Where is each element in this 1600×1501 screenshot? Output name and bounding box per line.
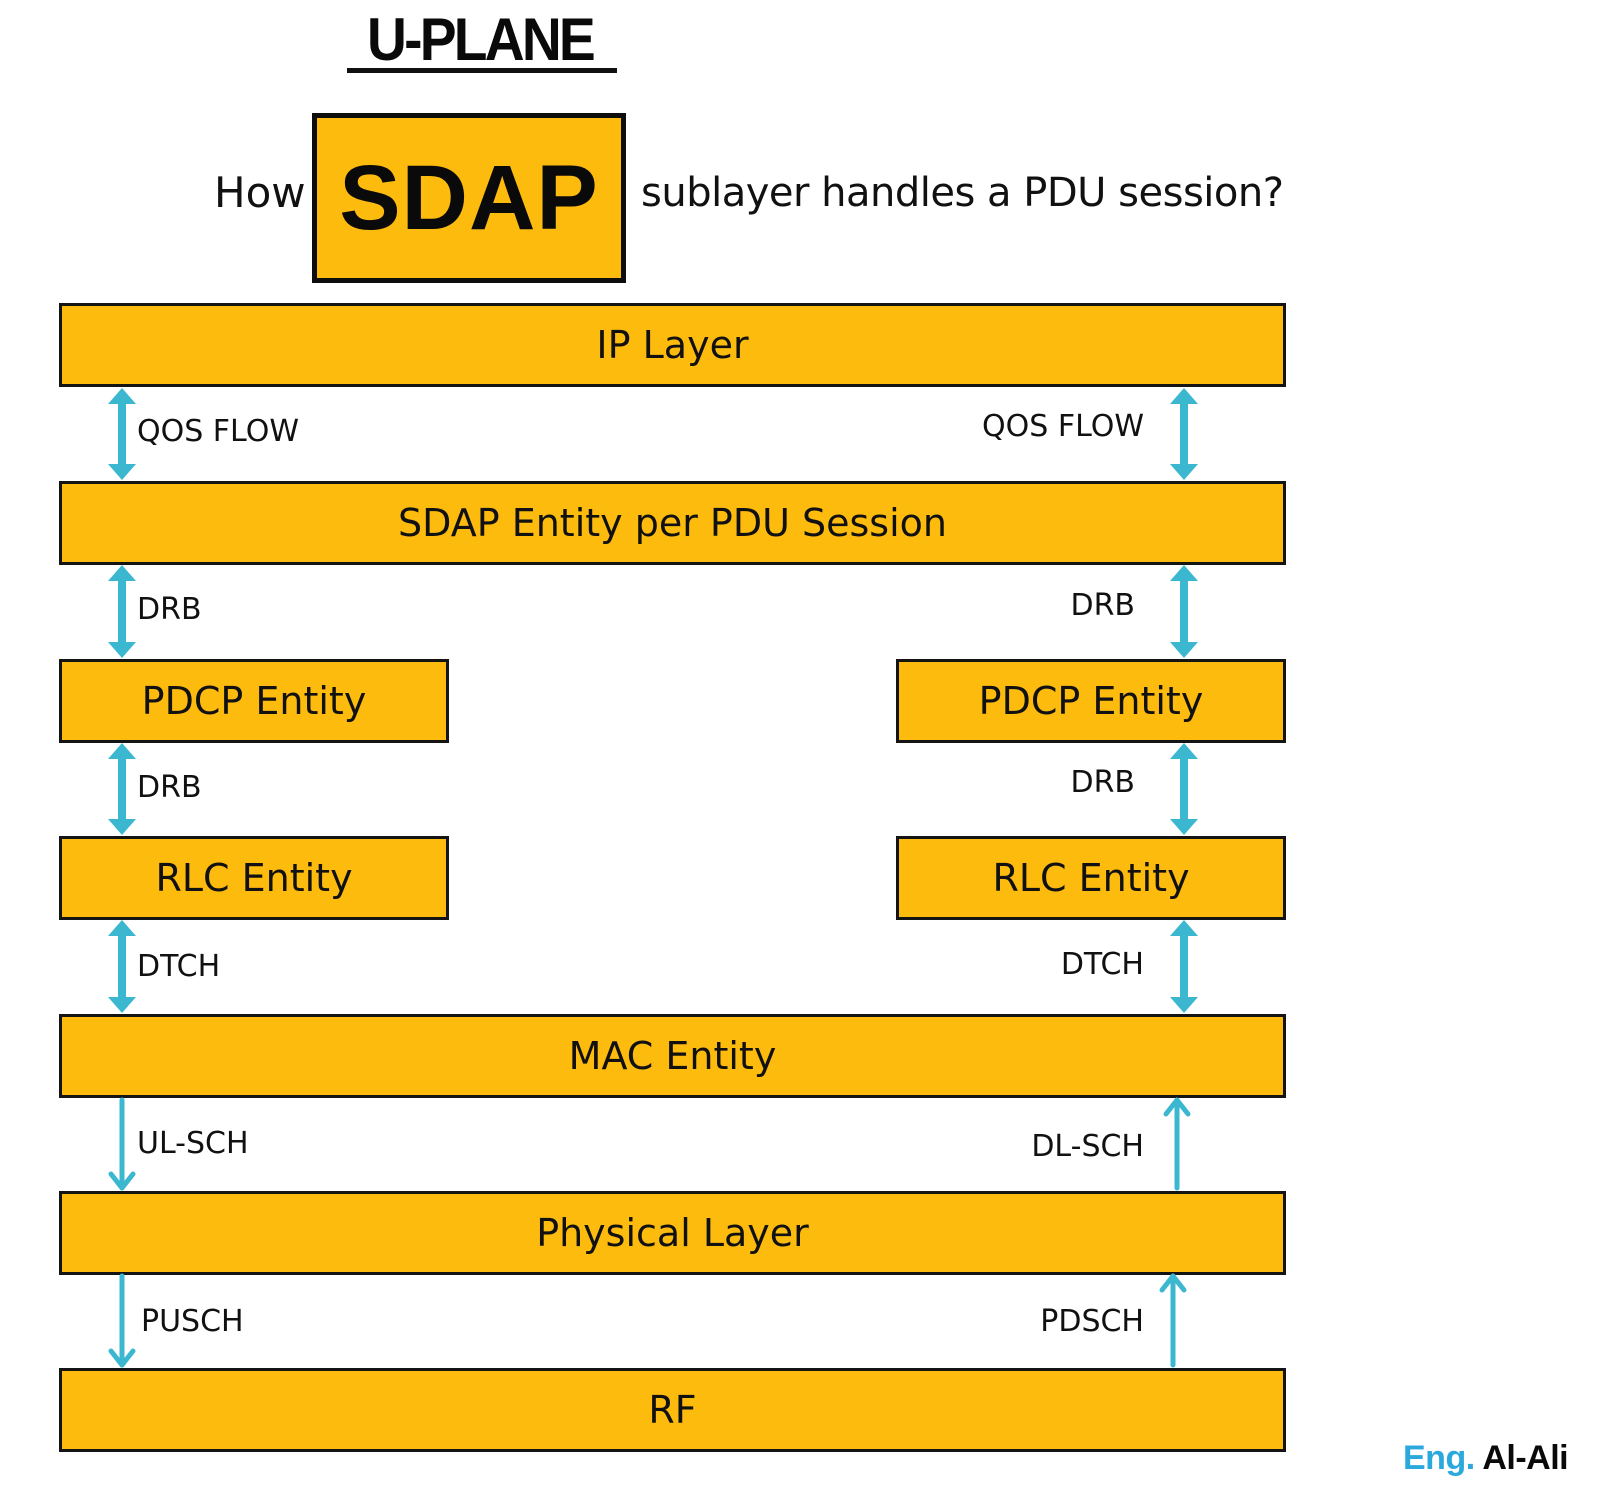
left-link-arrow-4-icon <box>108 920 136 1013</box>
layer-ip: IP Layer <box>59 303 1286 387</box>
link-label-left-dtch: DTCH <box>137 949 221 984</box>
right-link-arrow-4-icon <box>1170 920 1198 1013</box>
layer-rlc-right: RLC Entity <box>896 836 1286 920</box>
layer-sdap-entity: SDAP Entity per PDU Session <box>59 481 1286 565</box>
link-label-left-drb-2: DRB <box>137 770 202 805</box>
layer-ip-label: IP Layer <box>596 323 749 367</box>
right-link-arrow-5-icon <box>1163 1097 1191 1191</box>
right-link-arrow-3-icon <box>1170 743 1198 835</box>
layer-rlc-left-label: RLC Entity <box>155 856 353 900</box>
layer-pdcp-right-label: PDCP Entity <box>978 679 1204 723</box>
brand-name: Al-Ali <box>1482 1439 1569 1477</box>
right-link-arrow-2-icon <box>1170 565 1198 658</box>
layer-rlc-right-label: RLC Entity <box>992 856 1190 900</box>
question-suffix: sublayer handles a PDU session? <box>641 170 1284 216</box>
link-label-right-drb-2: DRB <box>1070 765 1135 800</box>
left-link-arrow-5-icon <box>108 1097 136 1191</box>
link-label-left-ul-sch: UL-SCH <box>137 1126 249 1161</box>
title-underline <box>347 68 617 73</box>
link-label-right-qos-flow: QOS FLOW <box>982 409 1144 444</box>
link-label-left-qos-flow: QOS FLOW <box>137 414 299 449</box>
layer-rlc-left: RLC Entity <box>59 836 449 920</box>
layer-physical-label: Physical Layer <box>536 1211 809 1255</box>
right-link-arrow-6-icon <box>1159 1273 1187 1368</box>
brand-watermark: Eng. Al-Ali <box>1403 1439 1569 1477</box>
page-title: U-PLANE <box>366 6 596 73</box>
link-label-left-pusch: PUSCH <box>141 1304 244 1339</box>
right-link-arrow-1-icon <box>1170 388 1198 480</box>
left-link-arrow-3-icon <box>108 743 136 835</box>
layer-pdcp-left-label: PDCP Entity <box>141 679 367 723</box>
left-link-arrow-1-icon <box>108 388 136 480</box>
layer-pdcp-left: PDCP Entity <box>59 659 449 743</box>
link-label-right-dl-sch: DL-SCH <box>1031 1129 1144 1164</box>
sdap-highlight-box: SDAP <box>312 113 626 283</box>
question-prefix: How <box>214 168 306 217</box>
sdap-highlight-text: SDAP <box>339 146 599 249</box>
link-label-right-dtch: DTCH <box>1060 947 1144 982</box>
layer-sdap-entity-label: SDAP Entity per PDU Session <box>398 501 947 545</box>
link-label-left-drb-1: DRB <box>137 592 202 627</box>
layer-rf-label: RF <box>648 1388 697 1432</box>
link-label-right-pdsch: PDSCH <box>1040 1304 1144 1339</box>
layer-physical: Physical Layer <box>59 1191 1286 1275</box>
brand-prefix: Eng. <box>1403 1439 1475 1477</box>
left-link-arrow-6-icon <box>108 1273 136 1368</box>
left-link-arrow-2-icon <box>108 565 136 658</box>
link-label-right-drb-1: DRB <box>1070 588 1135 623</box>
layer-pdcp-right: PDCP Entity <box>896 659 1286 743</box>
layer-mac-label: MAC Entity <box>568 1034 777 1078</box>
layer-rf: RF <box>59 1368 1286 1452</box>
layer-mac: MAC Entity <box>59 1014 1286 1098</box>
